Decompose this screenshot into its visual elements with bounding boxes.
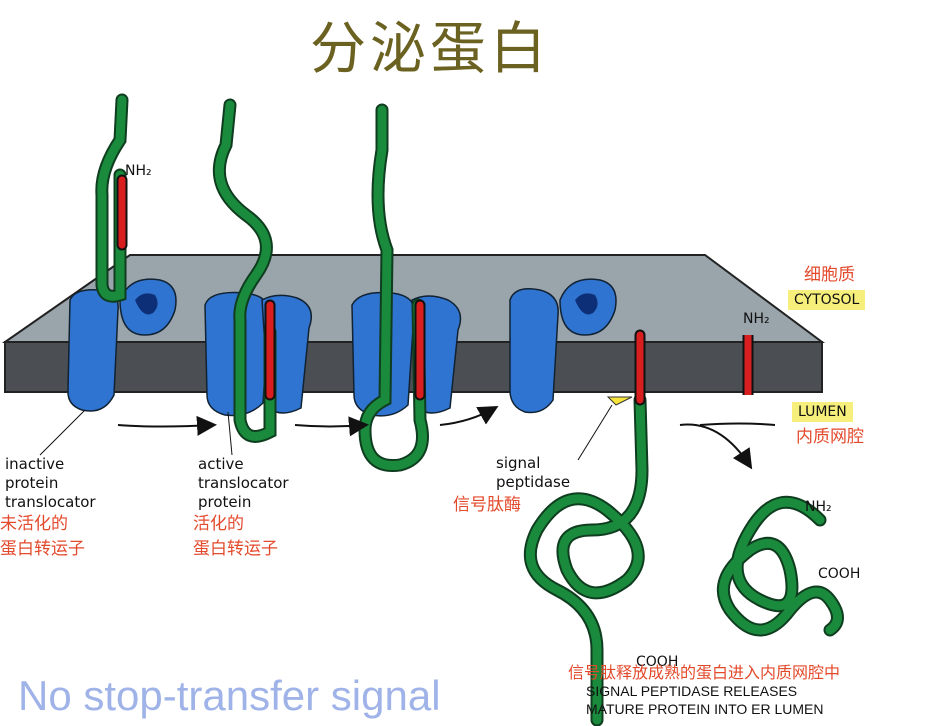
signal-peptidase-label: signal peptidase <box>496 454 571 491</box>
translocator-three <box>351 291 462 417</box>
cooh-label-protein: COOH <box>818 566 861 582</box>
cooh-label-bottom: COOH <box>636 654 679 670</box>
inactive-translocator-label: inactive protein translocator <box>5 455 96 511</box>
nascent-chain-one <box>95 93 129 303</box>
nh2-label-protein: NH₂ <box>805 499 832 515</box>
inactive-translocator-label-chinese: 未活化的 蛋白转运子 <box>0 514 85 559</box>
release-caption-chinese: 信号肽释放成熟的蛋白进入内质网腔中 <box>568 663 841 682</box>
arrow-step-one <box>117 415 217 436</box>
arrow-release <box>679 423 753 470</box>
active-translocator-label-chinese: 活化的 蛋白转运子 <box>193 514 278 559</box>
nh2-label-left: NH₂ <box>125 163 152 179</box>
arrow-step-three <box>439 406 499 426</box>
cytosol-label: CYTOSOL <box>788 290 866 310</box>
inactive-translocator <box>67 278 177 412</box>
pointer-peptidase <box>577 404 613 461</box>
lumen-label: LUMEN <box>792 402 853 422</box>
signal-peptidase-marker <box>606 396 633 406</box>
arrow-release-branch <box>699 422 776 426</box>
release-caption: SIGNAL PEPTIDASE RELEASES MATURE PROTEIN… <box>586 683 824 717</box>
translocator-four <box>509 278 617 414</box>
nh2-label-right: NH₂ <box>743 311 770 327</box>
signal-peptidase-label-chinese: 信号肽酶 <box>453 495 521 515</box>
active-translocator <box>204 291 312 417</box>
footer-note: No stop-transfer signal <box>18 672 441 719</box>
pointer-active <box>227 411 233 456</box>
cytosol-label-chinese: 细胞质 <box>804 265 855 285</box>
pointer-inactive <box>39 409 86 456</box>
nascent-chain-two <box>212 98 277 443</box>
mature-protein-releasing <box>523 329 649 726</box>
lumen-label-chinese: 内质网腔 <box>796 427 864 447</box>
arrow-step-two <box>294 416 369 437</box>
active-translocator-label: active translocator protein <box>198 455 289 511</box>
page-title: 分泌蛋白 <box>310 17 550 82</box>
folded-mature-protein <box>716 495 844 637</box>
